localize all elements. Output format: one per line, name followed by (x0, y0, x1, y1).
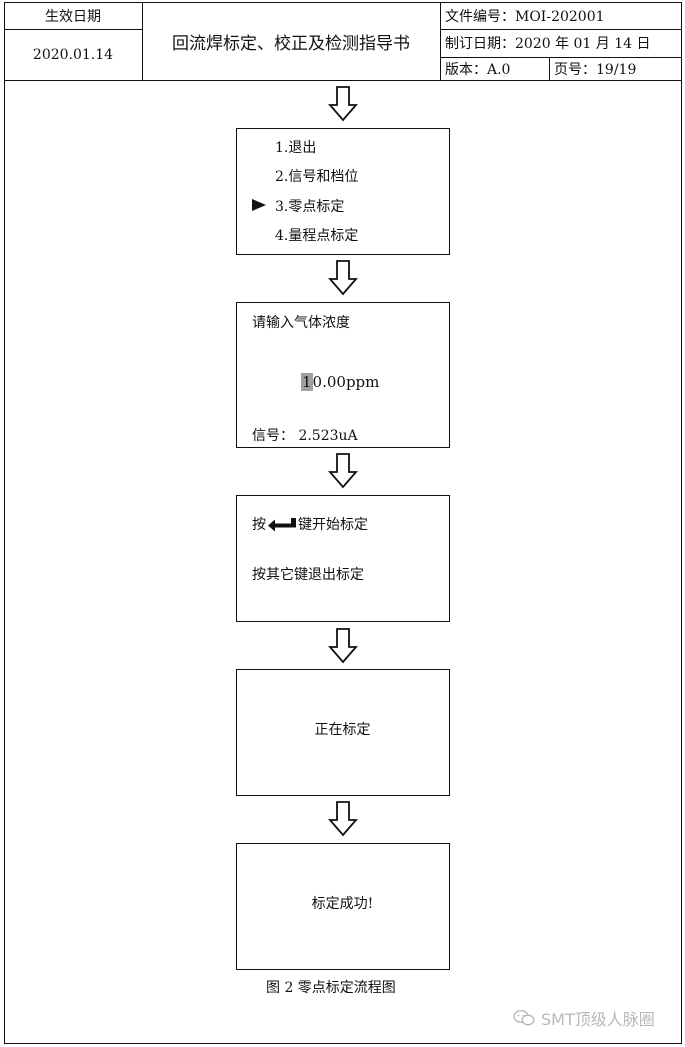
version: 版本：A.0 (445, 61, 511, 78)
menu-item-span-calibration[interactable]: 4.量程点标定 (275, 228, 359, 244)
effective-date-value: 2020.01.14 (32, 46, 114, 63)
start-calibration-label: 键开始标定 (298, 517, 368, 533)
header-divider-left (142, 2, 143, 80)
success-screen: 标定成功! (236, 843, 450, 970)
watermark-text: SMT顶级人脉圈 (541, 1010, 655, 1029)
header-bottom-rule (4, 80, 682, 81)
concentration-prompt: 请输入气体浓度 (252, 315, 350, 331)
calibrating-text: 正在标定 (314, 722, 371, 738)
concentration-value-rest: 0.00ppm (312, 373, 380, 391)
down-arrow-icon (328, 628, 358, 664)
page-number: 页号：19/19 (554, 61, 637, 78)
header-meta-rule-1 (440, 29, 682, 30)
start-calibration-line: 按 键开始标定 (252, 516, 368, 534)
wechat-icon (513, 1009, 535, 1026)
made-date: 制订日期：2020 年 01 月 14 日 (445, 36, 651, 52)
header-meta-rule-2 (440, 57, 682, 58)
menu-item-signal-range[interactable]: 2.信号和档位 (275, 169, 359, 185)
menu-screen: 1.退出 2.信号和档位 3.零点标定 4.量程点标定 (236, 128, 450, 255)
down-arrow-icon (328, 260, 358, 296)
page-frame (4, 2, 682, 1044)
confirm-screen: 按 键开始标定 按其它键退出标定 (236, 495, 450, 622)
document-number: 文件编号：MOI-202001 (445, 8, 605, 25)
enter-key-icon (268, 518, 296, 532)
document-title: 回流焊标定、校正及检测指导书 (172, 33, 410, 54)
watermark: SMT顶级人脉圈 (513, 1006, 655, 1030)
down-arrow-icon (328, 453, 358, 489)
pointer-triangle-icon (252, 199, 266, 211)
down-arrow-icon (328, 86, 358, 122)
header-date-rule (4, 29, 142, 30)
exit-calibration-line: 按其它键退出标定 (252, 567, 364, 583)
menu-item-zero-calibration[interactable]: 3.零点标定 (275, 199, 345, 215)
success-text: 标定成功! (311, 896, 374, 912)
signal-readout: 信号： 2.523uA (252, 428, 358, 444)
header-divider-right (440, 2, 441, 80)
calibrating-screen: 正在标定 (236, 669, 450, 796)
figure-caption: 图 2 零点标定流程图 (266, 980, 396, 996)
concentration-input-screen: 请输入气体浓度 10.00ppm 信号： 2.523uA (236, 302, 450, 448)
cursor-digit[interactable]: 1 (301, 373, 313, 391)
menu-item-exit[interactable]: 1.退出 (275, 140, 317, 156)
effective-date-label: 生效日期 (45, 8, 101, 25)
press-label: 按 (252, 517, 266, 533)
down-arrow-icon (328, 801, 358, 837)
concentration-value[interactable]: 10.00ppm (301, 373, 379, 391)
header-meta-divider (549, 57, 550, 80)
